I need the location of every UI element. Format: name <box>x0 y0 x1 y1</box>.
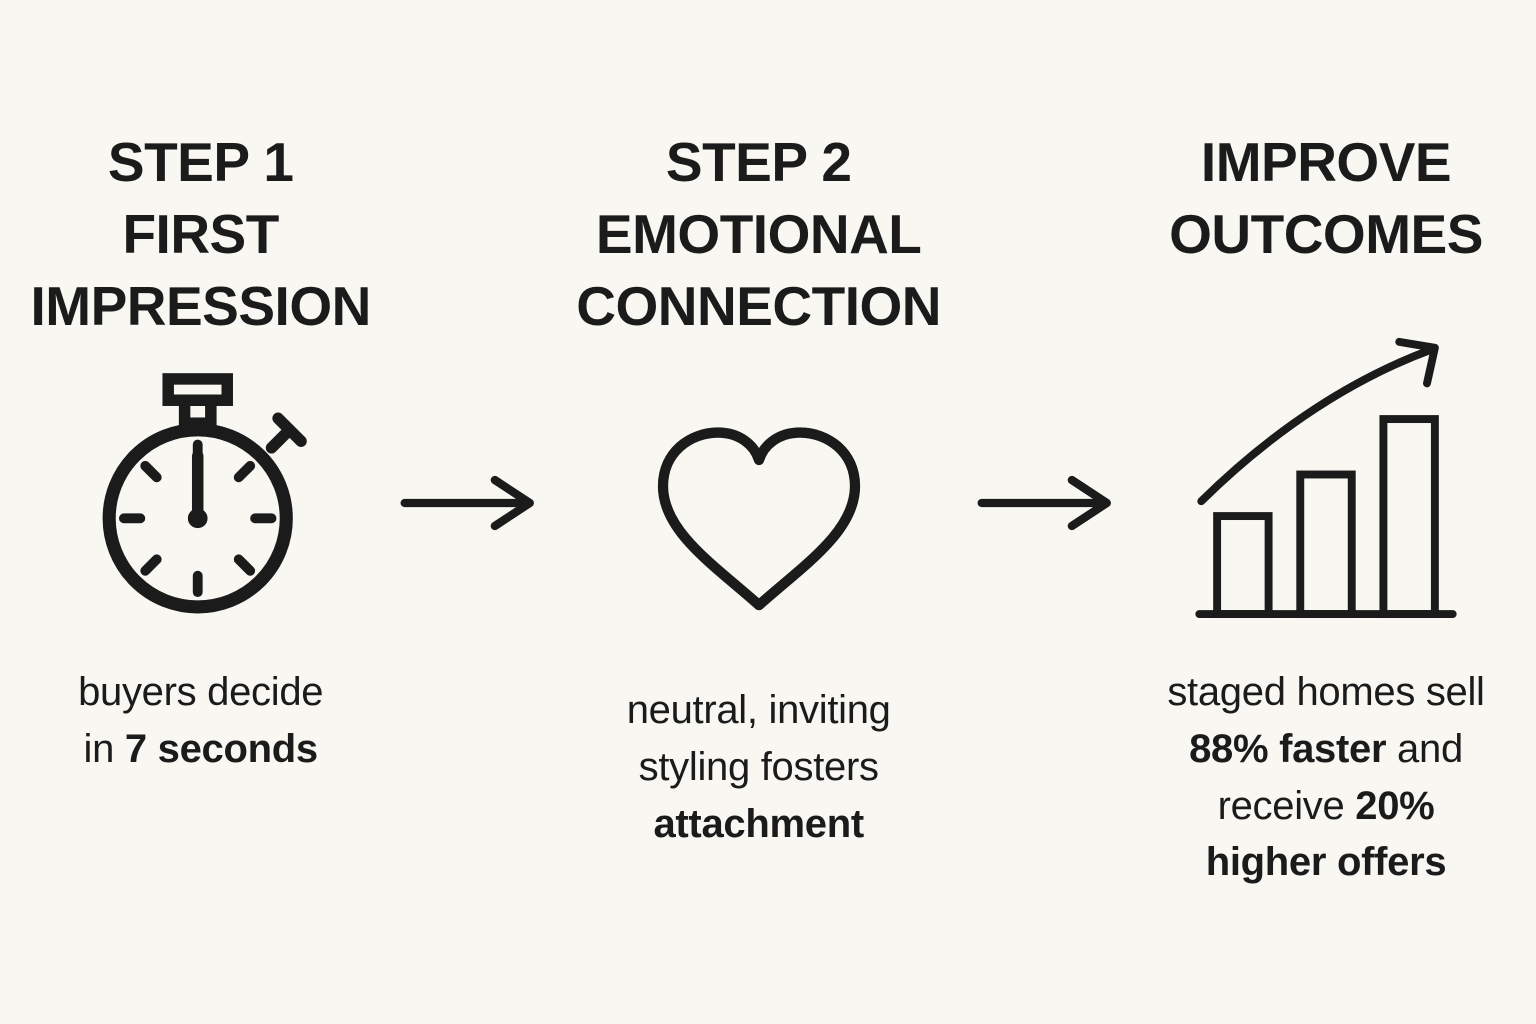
step-2-column: STEP 2 EMOTIONAL CONNECTION neutral, inv… <box>539 126 978 1024</box>
heading-line: STEP 1 <box>107 131 294 193</box>
outcomes-column: IMPROVE OUTCOMES staged homes sell 88% f… <box>1116 126 1536 1024</box>
connector-2 <box>977 473 1116 1024</box>
caption-line: higher offers <box>1205 840 1447 885</box>
caption-line: receive 20% <box>1217 783 1435 828</box>
arrow-right-icon <box>400 475 535 531</box>
caption-line: 88% faster and <box>1189 726 1463 771</box>
heading-line: IMPROVE <box>1200 131 1452 193</box>
heading-line: EMOTIONAL <box>595 203 922 266</box>
connector-1 <box>400 473 539 1024</box>
step-2-icon-area <box>644 368 874 638</box>
bar-chart-growth-icon <box>1195 337 1457 619</box>
step-1-column: STEP 1 FIRST IMPRESSION <box>0 126 401 1024</box>
arrow-right-icon <box>977 475 1111 531</box>
heading-line: IMPRESSION <box>30 275 371 338</box>
caption-line: neutral, inviting <box>626 688 891 732</box>
caption-line: staged homes sell <box>1167 670 1485 714</box>
caption-line: buyers decide <box>78 670 324 714</box>
caption-line: attachment <box>653 801 864 846</box>
step-1-caption: buyers decide in 7 seconds <box>78 664 323 778</box>
stopwatch-icon <box>102 373 307 614</box>
heart-icon <box>657 427 860 611</box>
outcomes-caption: staged homes sell 88% faster and receive… <box>1167 664 1485 891</box>
heading-line: STEP 2 <box>665 131 852 193</box>
heading-line: FIRST <box>122 203 279 266</box>
outcomes-icon-area <box>1195 337 1457 620</box>
caption-line: styling fosters <box>638 744 879 789</box>
outcomes-heading: IMPROVE OUTCOMES <box>1169 126 1483 368</box>
caption-line: in 7 seconds <box>83 726 319 771</box>
step-2-heading: STEP 2 EMOTIONAL CONNECTION <box>576 126 941 368</box>
heading-line: OUTCOMES <box>1169 203 1483 266</box>
step-1-heading: STEP 1 FIRST IMPRESSION <box>30 126 371 368</box>
heading-line: CONNECTION <box>576 275 942 338</box>
step-1-icon-area <box>86 368 316 620</box>
step-2-caption: neutral, inviting styling fosters attach… <box>627 682 891 852</box>
